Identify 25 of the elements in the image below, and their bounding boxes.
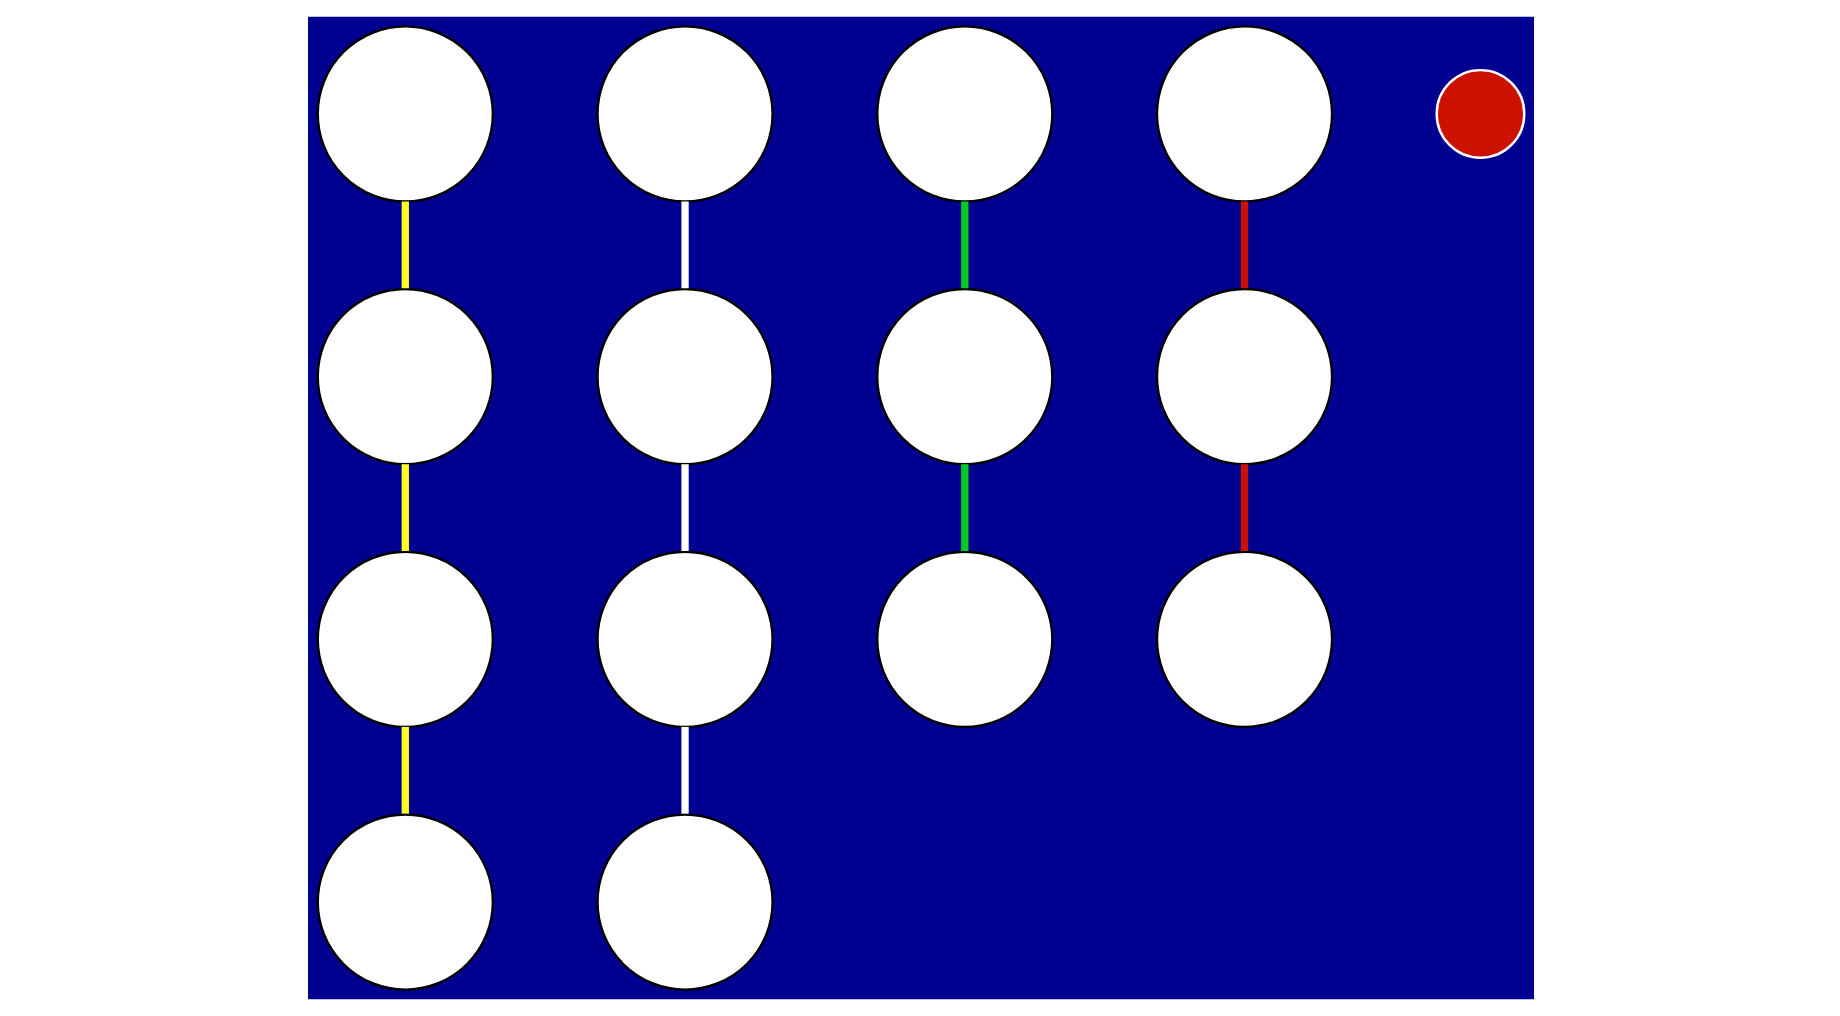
- connector: [680, 726, 688, 814]
- connector: [1239, 464, 1248, 551]
- node-circle: [1434, 68, 1525, 159]
- node-circle: [1154, 550, 1333, 729]
- connector: [400, 201, 408, 289]
- connector: [960, 201, 968, 289]
- node-circle: [875, 287, 1053, 466]
- node-circle: [315, 287, 494, 466]
- connector: [400, 726, 408, 814]
- node-circle: [315, 813, 494, 991]
- node-circle: [595, 25, 773, 203]
- connector: [1239, 201, 1248, 289]
- node-circle: [595, 550, 773, 729]
- node-circle: [595, 813, 773, 991]
- connector: [680, 464, 688, 551]
- connector: [680, 201, 688, 289]
- node-circle: [315, 550, 494, 729]
- node-circle: [875, 25, 1053, 203]
- node-circle: [315, 25, 494, 203]
- node-circle: [1154, 287, 1333, 466]
- connector: [400, 464, 408, 551]
- node-circle: [1154, 25, 1333, 203]
- node-circle: [595, 287, 773, 466]
- node-circle: [875, 550, 1053, 729]
- connector: [960, 464, 968, 551]
